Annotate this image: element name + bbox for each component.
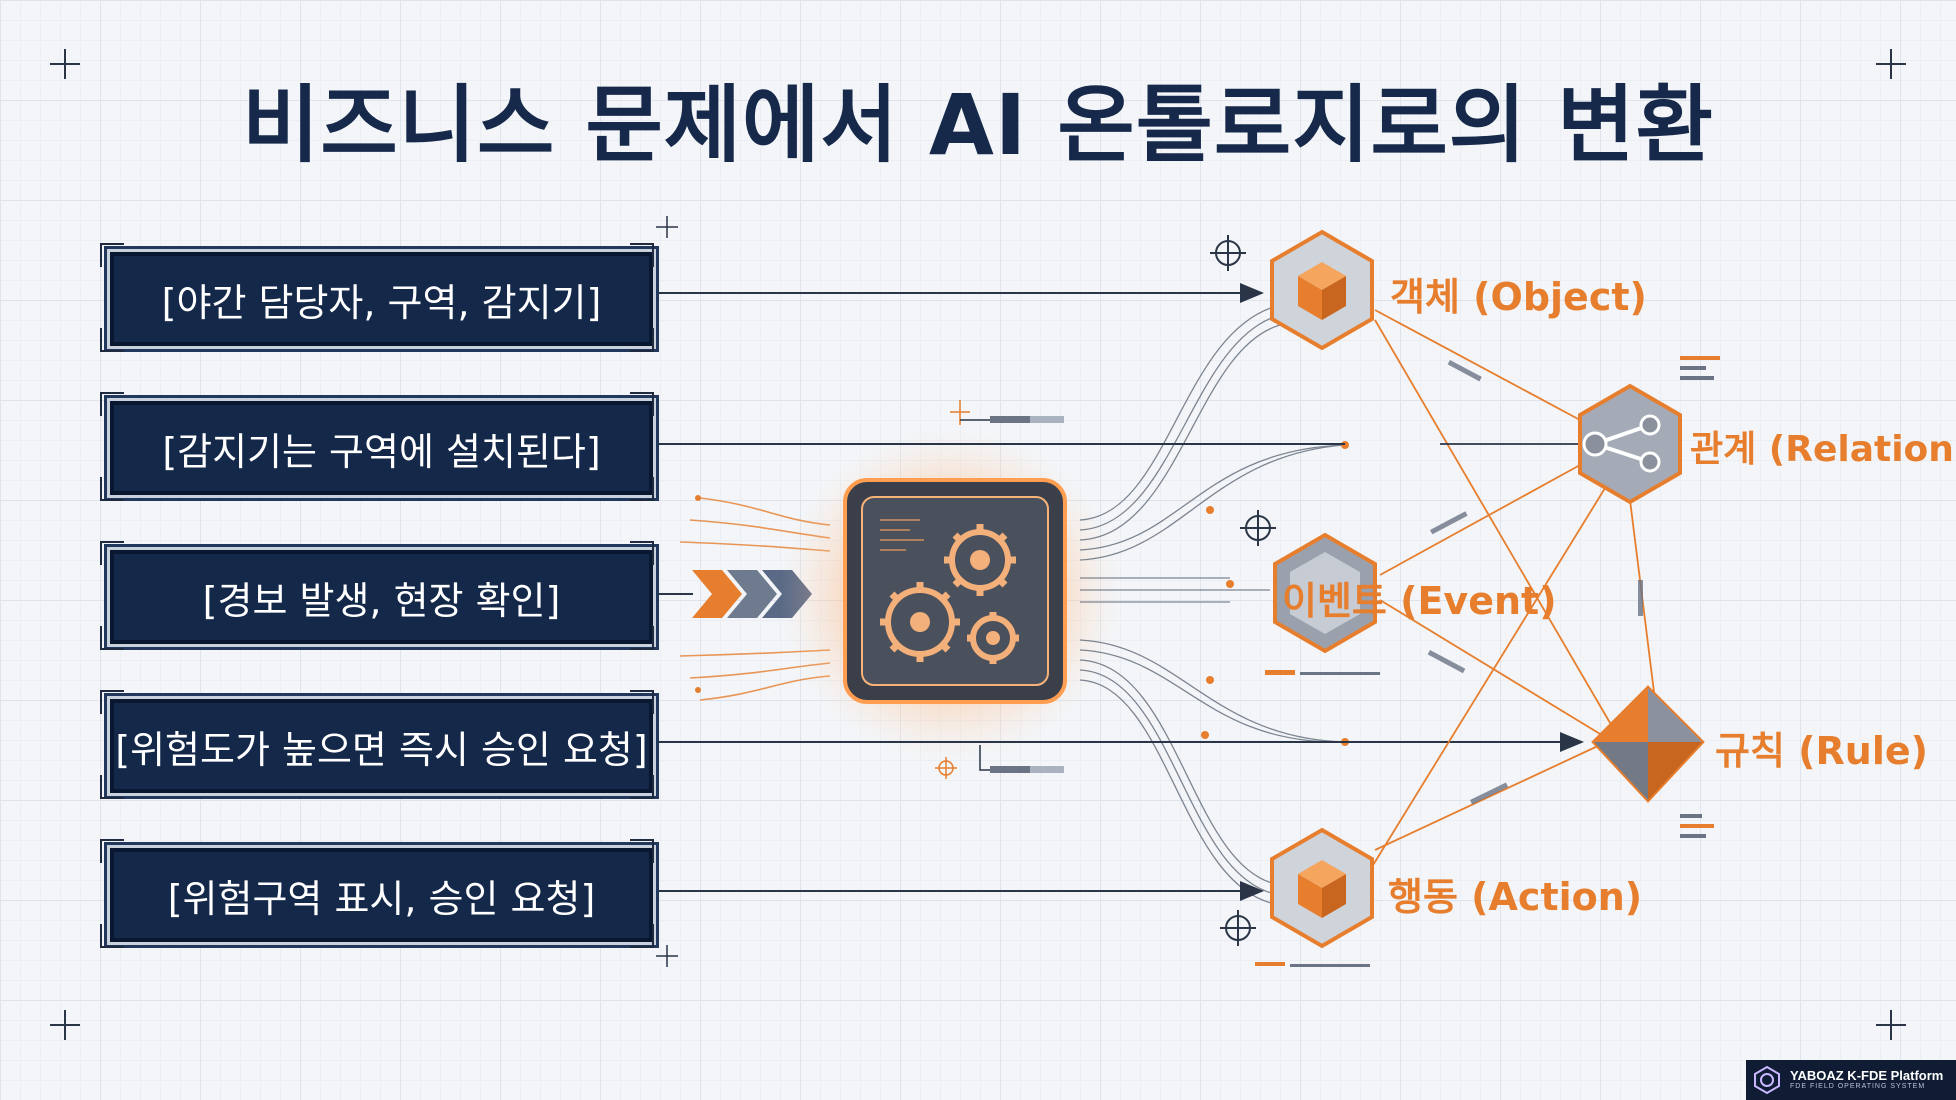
platform-logo-icon [1754, 1065, 1780, 1095]
input-arrows [650, 283, 1584, 901]
relation-label: 관계 (Relation) [1690, 429, 1956, 470]
input-statement-4: [위험도가 높으면 즉시 승인 요청] [110, 699, 653, 793]
platform-watermark: YABOAZ K-FDE Platform FDE FIELD OPERATIN… [1746, 1060, 1956, 1100]
action-label: 행동 (Action) [1388, 875, 1643, 919]
fan-in-dots [695, 495, 701, 693]
input-statement-5: [위험구역 표시, 승인 요청] [110, 848, 653, 942]
rule-node-octahedron-icon [1591, 685, 1705, 803]
object-node-cube-icon [1270, 229, 1374, 351]
node-crosshairs [1210, 235, 1276, 946]
input-statement-2: [감지기는 구역에 설치된다] [110, 401, 653, 495]
action-node-cube-icon [1270, 827, 1374, 949]
fan-out-lines [1079, 304, 1346, 906]
page-title: 비즈니스 문제에서 AI 온톨로지로의 변환 [242, 76, 1714, 174]
ontology-links [1369, 309, 1656, 871]
corner-marks [50, 49, 1906, 1040]
event-node-hexagon-icon [1273, 532, 1377, 654]
mini-bars [1255, 356, 1720, 967]
watermark-title: YABOAZ K-FDE Platform [1790, 1068, 1944, 1083]
link-tags [1427, 359, 1643, 805]
relation-node-graph-icon [1578, 383, 1682, 505]
tech-annotations [935, 400, 1064, 779]
object-label: 객체 (Object) [1390, 275, 1647, 319]
event-label: 이벤트 (Event) [1282, 579, 1557, 623]
rule-label: 규칙 (Rule) [1715, 729, 1928, 773]
input-statement-1: [야간 담당자, 구역, 감지기] [110, 252, 653, 346]
watermark-subtitle: FDE FIELD OPERATING SYSTEM [1790, 1083, 1926, 1091]
input-statement-3: [경보 발생, 현장 확인] [110, 550, 653, 644]
gears-chip-icon [780, 430, 1120, 760]
